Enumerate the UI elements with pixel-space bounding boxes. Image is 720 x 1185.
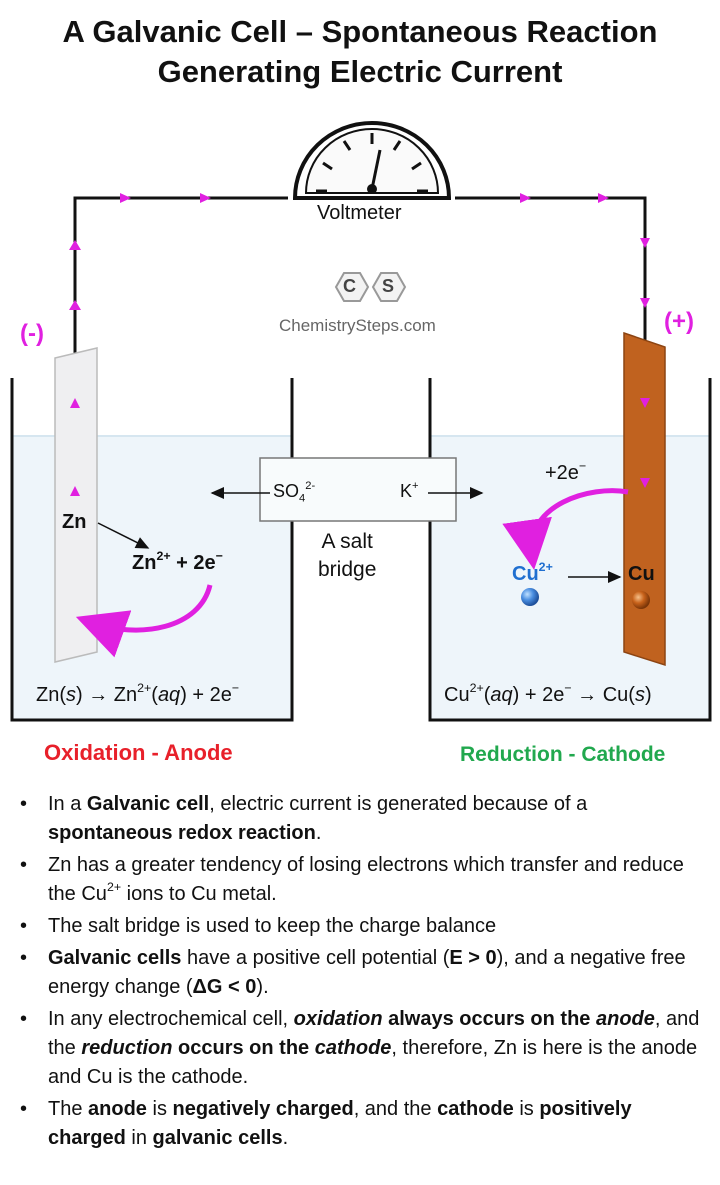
cathode-electron-arrow [502, 488, 629, 570]
electrons-label: +2e− [545, 459, 587, 484]
zn-metal-label: Zn [62, 511, 87, 533]
wire-left [73, 196, 288, 360]
zinc-electrode [54, 347, 98, 663]
bullet-dot: • [20, 1008, 28, 1030]
galvanic-cell-diagram [10, 121, 712, 722]
anode-beaker [10, 378, 294, 722]
logo-letter-s: S [382, 276, 395, 296]
anode-solution [12, 436, 292, 720]
anode-equation: Zn(s) → Zn2+(aq) + 2e− [36, 681, 240, 706]
logo-letter-c: C [343, 276, 356, 296]
wire-right [455, 196, 647, 340]
list-item: • The salt bridge is used to keep the ch… [14, 912, 714, 941]
zn-ion-label: Zn2+ + 2e− [132, 549, 223, 574]
title-line-1: A Galvanic Cell – Spontaneous Reaction [62, 14, 658, 49]
site-name: ChemistrySteps.com [279, 316, 436, 335]
cathode-sign: (+) [664, 308, 694, 335]
list-item: • Galvanic cells have a positive cell po… [14, 944, 714, 1002]
list-item: • The anode is negatively charged, and t… [14, 1095, 714, 1153]
bullet-dot: • [20, 915, 28, 937]
cu-ion-sphere [521, 588, 539, 606]
cu-atom-sphere [632, 591, 650, 609]
salt-bridge [259, 457, 457, 522]
bullet-dot: • [20, 854, 28, 876]
voltmeter-label: Voltmeter [317, 202, 402, 224]
list-item: • In any electrochemical cell, oxidation… [14, 1005, 714, 1092]
cu-ion-label: Cu2+ [512, 560, 553, 585]
cathode-beaker [428, 378, 712, 722]
voltmeter [292, 121, 452, 200]
potassium-ion-label: K+ [400, 479, 419, 501]
anode-electron-arrow [75, 584, 213, 658]
sulfate-ion-label: SO42- [273, 479, 316, 505]
cathode-caption: Reduction - Cathode [460, 743, 666, 766]
copper-electrode [623, 331, 666, 667]
title-line-2: Generating Electric Current [157, 54, 563, 89]
cu-metal-label: Cu [628, 563, 655, 585]
bullet-list: • In a Galvanic cell, electric current i… [14, 790, 714, 1156]
bullet-dot: • [20, 1098, 28, 1120]
bullet-dot: • [20, 793, 28, 815]
chemistrysteps-logo [334, 272, 407, 302]
cathode-equation: Cu2+(aq) + 2e− → Cu(s) [444, 681, 652, 706]
title: A Galvanic Cell – Spontaneous Reaction G… [0, 12, 720, 92]
anode-caption: Oxidation - Anode [44, 740, 233, 765]
list-item: • Zn has a greater tendency of losing el… [14, 851, 714, 909]
bullet-dot: • [20, 947, 28, 969]
electron-flow-arrows [69, 193, 650, 310]
anode-sign: (-) [20, 320, 44, 347]
list-item: • In a Galvanic cell, electric current i… [14, 790, 714, 848]
salt-bridge-label: A salt bridge [318, 530, 377, 581]
zn-to-ion-arrow [97, 522, 150, 549]
